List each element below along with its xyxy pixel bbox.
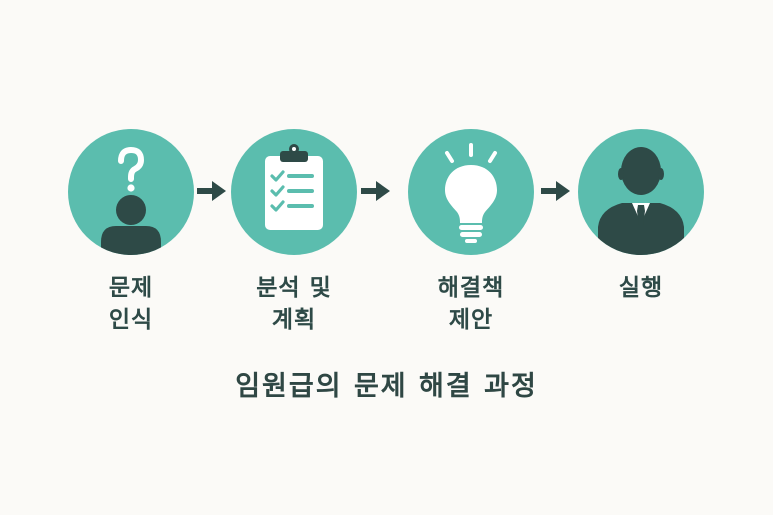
arrow-right-icon xyxy=(197,181,226,201)
step-analysis-planning: 분석 및 계획 xyxy=(231,129,357,333)
step-execution: 실행 xyxy=(578,129,704,301)
step-label-line2: 계획 xyxy=(271,307,317,333)
step-label-line2: 제안 xyxy=(448,307,494,333)
step-label-line1: 해결책 xyxy=(437,275,505,301)
step-circle xyxy=(68,129,194,255)
businessman-icon xyxy=(598,147,684,255)
step-label-line1: 실행 xyxy=(618,275,664,301)
step-label: 해결책 제안 xyxy=(388,272,554,336)
clipboard-checklist-icon xyxy=(265,144,323,230)
diagram-title: 임원급의 문제 해결 과정 xyxy=(235,371,538,402)
arrow-right-icon xyxy=(361,181,390,201)
step-circle xyxy=(231,129,357,255)
step-circle xyxy=(578,129,704,255)
step-problem-recognition: 문제 인식 xyxy=(68,129,194,333)
step-label: 분석 및 계획 xyxy=(211,272,377,336)
step-label-line1: 문제 xyxy=(108,275,154,301)
step-label-line1: 분석 및 xyxy=(256,275,332,301)
question-person-icon xyxy=(101,146,161,255)
lightbulb-icon xyxy=(445,143,497,243)
step-circle xyxy=(408,129,534,255)
arrow-right-icon xyxy=(541,181,570,201)
step-label: 문제 인식 xyxy=(48,272,214,336)
step-solution-proposal: 해결책 제안 xyxy=(408,129,534,333)
step-label-line2: 인식 xyxy=(108,307,154,333)
step-label: 실행 xyxy=(558,272,724,304)
